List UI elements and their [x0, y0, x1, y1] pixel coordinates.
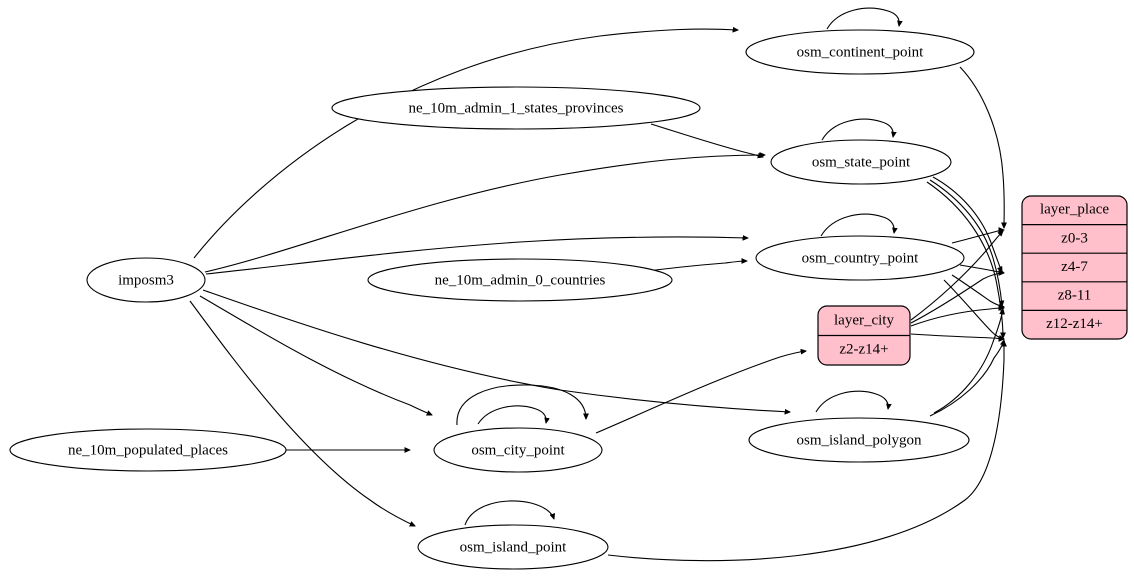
- node-ne-admin0-shape[interactable]: [367, 258, 673, 302]
- node-osm-country-point-label: osm_country_point: [802, 250, 919, 266]
- node-ne-populated-shape[interactable]: [9, 428, 287, 472]
- node-ne-10m-populated-places[interactable]: ne_10m_populated_places: [9, 428, 287, 472]
- edge-outer-loop-osm-city-point: [456, 384, 586, 426]
- edge-imposm3-to-osm-state-point: [204, 155, 765, 273]
- edge-imposm3-to-osm-continent-point: [193, 29, 738, 259]
- node-osm-continent-point-shape[interactable]: [745, 29, 975, 75]
- edge-imposm3-to-osm-island-point: [189, 300, 415, 527]
- edge-self-loop-osm-state-point: [821, 118, 893, 141]
- node-osm-city-point[interactable]: osm_city_point: [433, 427, 603, 473]
- edge-osm-state-point-to-layer-place-z8-11: [929, 179, 1002, 306]
- edge-layer-city-to-layer-place-z4-7: [910, 273, 1004, 324]
- edge-osm-island-polygon-to-layer-place-z12: [929, 340, 1004, 417]
- edge-self-loop-osm-country-point: [820, 213, 894, 237]
- node-osm-island-point[interactable]: osm_island_point: [417, 524, 609, 570]
- node-imposm3[interactable]: imposm3: [86, 257, 206, 303]
- node-layer-place-row-z8-11[interactable]: z8-11: [1058, 287, 1092, 303]
- edges-layer: [189, 7, 1004, 562]
- edge-self-loop-osm-continent-point: [826, 7, 899, 30]
- node-osm-city-point-shape[interactable]: [433, 427, 603, 473]
- node-osm-island-polygon[interactable]: osm_island_polygon: [748, 417, 970, 463]
- node-ne-admin0-label: ne_10m_admin_0_countries: [435, 272, 606, 288]
- edge-osm-state-point-to-layer-place-z4-7: [932, 176, 1002, 272]
- node-osm-continent-point[interactable]: osm_continent_point: [745, 29, 975, 75]
- node-layer-place-row-z0-3[interactable]: z0-3: [1061, 230, 1088, 246]
- node-layer-city-title: layer_city: [834, 312, 894, 328]
- node-osm-country-point-shape[interactable]: [755, 235, 965, 281]
- node-osm-continent-point-label: osm_continent_point: [797, 44, 924, 60]
- node-ne-admin1-shape[interactable]: [331, 86, 701, 130]
- edge-osm-island-point-to-layer-place-z12: [607, 341, 1004, 562]
- edge-layer-city-to-layer-place-z8-11: [910, 308, 1004, 327]
- node-osm-city-point-label: osm_city_point: [471, 442, 565, 458]
- edge-osm-continent-point-to-layer-place-z0-3: [959, 66, 1004, 228]
- node-ne-10m-admin-1-states-provinces[interactable]: ne_10m_admin_1_states_provinces: [331, 86, 701, 130]
- edge-osm-country-point-to-layer-place-z0-3: [951, 230, 1004, 244]
- nodes-layer: imposm3 ne_10m_admin_1_states_provinces …: [9, 29, 1128, 570]
- node-layer-city[interactable]: layer_city z2-z14+: [817, 305, 911, 366]
- node-osm-state-point-label: osm_state_point: [812, 154, 911, 170]
- edge-ne-admin1-to-osm-state-point: [650, 123, 763, 157]
- edge-self-loop-osm-island-point: [464, 500, 554, 526]
- node-osm-island-point-label: osm_island_point: [460, 539, 568, 555]
- edge-layer-city-to-layer-place-z0-3: [910, 231, 1003, 321]
- edge-osm-island-polygon-to-layer-place-z8-11: [933, 309, 1003, 414]
- node-osm-state-point-shape[interactable]: [770, 139, 952, 185]
- edge-osm-country-point-to-layer-place-z12: [943, 279, 1004, 339]
- node-ne-populated-label: ne_10m_populated_places: [68, 442, 228, 458]
- node-layer-place-title: layer_place: [1040, 201, 1109, 217]
- node-layer-place[interactable]: layer_place z0-3 z4-7 z8-11 z12-z14+: [1021, 195, 1128, 340]
- node-layer-place-row-z4-7[interactable]: z4-7: [1061, 259, 1088, 275]
- node-ne-admin1-label: ne_10m_admin_1_states_provinces: [409, 100, 624, 116]
- node-osm-state-point[interactable]: osm_state_point: [770, 139, 952, 185]
- node-ne-10m-admin-0-countries[interactable]: ne_10m_admin_0_countries: [367, 258, 673, 302]
- node-layer-place-row-z12-z14[interactable]: z12-z14+: [1046, 316, 1103, 332]
- node-layer-place-shape[interactable]: [1021, 195, 1128, 340]
- edge-layer-city-to-layer-place-z12: [910, 333, 1004, 339]
- edge-imposm3-to-osm-city-point: [199, 295, 432, 415]
- edge-ne-admin0-to-osm-country-point: [639, 261, 747, 273]
- node-layer-city-row-z2-z14[interactable]: z2-z14+: [839, 341, 888, 357]
- node-imposm3-shape[interactable]: [86, 257, 206, 303]
- node-osm-island-polygon-shape[interactable]: [748, 417, 970, 463]
- node-osm-country-point[interactable]: osm_country_point: [755, 235, 965, 281]
- edge-self-loop-osm-island-polygon: [815, 390, 888, 413]
- edge-osm-city-point-to-layer-city: [595, 351, 806, 434]
- node-osm-island-polygon-label: osm_island_polygon: [796, 432, 922, 448]
- node-osm-island-point-shape[interactable]: [417, 524, 609, 570]
- edge-self-loop-osm-city-point: [477, 405, 546, 425]
- edge-imposm3-to-osm-island-polygon: [202, 289, 790, 412]
- node-imposm3-label: imposm3: [118, 272, 174, 288]
- edge-imposm3-to-osm-country-point: [205, 237, 748, 275]
